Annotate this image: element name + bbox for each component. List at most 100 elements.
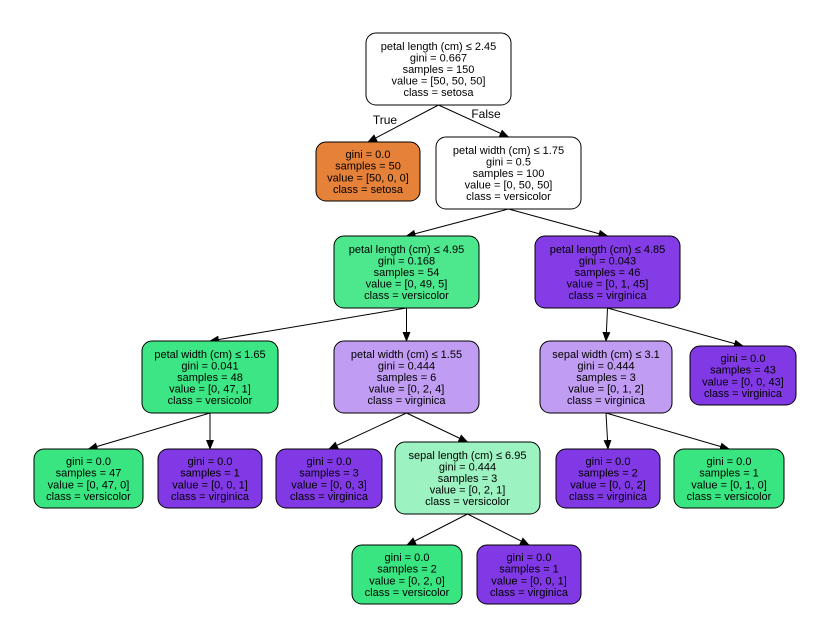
node-line: gini = 0.0 bbox=[188, 456, 233, 468]
node-line: gini = 0.168 bbox=[378, 255, 435, 267]
node-line: petal width (cm) ≤ 1.65 bbox=[154, 349, 265, 361]
node-line: class = virginica bbox=[490, 587, 569, 599]
node-line: samples = 50 bbox=[335, 161, 401, 173]
node-line: gini = 0.0 bbox=[507, 552, 552, 564]
edge-n0-n1 bbox=[367, 104, 439, 143]
node-box bbox=[673, 448, 785, 509]
node-line: samples = 2 bbox=[578, 468, 638, 480]
node-line: class = virginica bbox=[368, 395, 447, 407]
node-line: samples = 3 bbox=[438, 473, 498, 485]
node-line: samples = 48 bbox=[177, 372, 243, 384]
node-line: value = [0, 49, 5] bbox=[366, 279, 448, 291]
node-line: value = [0, 0, 43] bbox=[702, 376, 784, 388]
node-line: samples = 3 bbox=[299, 468, 359, 480]
node-line: class = versicolor bbox=[364, 290, 449, 302]
node-line: value = [0, 47, 1] bbox=[169, 384, 251, 396]
edge-n12-n16 bbox=[467, 513, 530, 546]
node-line: gini = 0.041 bbox=[181, 360, 238, 372]
node-box bbox=[275, 448, 383, 509]
node-line: samples = 3 bbox=[576, 372, 636, 384]
node-box bbox=[534, 235, 681, 309]
node-line: samples = 1 bbox=[499, 564, 559, 576]
node-line: petal length (cm) ≤ 4.85 bbox=[550, 244, 665, 256]
node-line: value = [0, 0, 2] bbox=[570, 479, 646, 491]
node-line: gini = 0.0 bbox=[586, 456, 631, 468]
node-line: class = setosa bbox=[403, 87, 474, 99]
node-line: petal width (cm) ≤ 1.55 bbox=[351, 349, 462, 361]
node-box bbox=[33, 448, 144, 509]
node-box bbox=[539, 340, 673, 414]
node-line: samples = 47 bbox=[56, 468, 122, 480]
edges-layer bbox=[87, 104, 744, 546]
edge-n4-n8 bbox=[607, 307, 744, 348]
node-line: class = virginica bbox=[569, 290, 648, 302]
node-line: class = versicolor bbox=[168, 395, 253, 407]
node-line: class = virginica bbox=[567, 395, 646, 407]
node-line: value = [0, 1, 45] bbox=[567, 279, 649, 291]
node-line: value = [0, 50, 50] bbox=[465, 180, 553, 192]
node-line: value = [0, 0, 3] bbox=[291, 479, 367, 491]
node-line: samples = 2 bbox=[377, 564, 437, 576]
node-line: value = [0, 47, 0] bbox=[48, 479, 130, 491]
node-line: samples = 100 bbox=[473, 168, 545, 180]
node-line: class = virginica bbox=[704, 388, 783, 400]
node-line: value = [50, 50, 50] bbox=[392, 76, 486, 88]
node-line: gini = 0.0 bbox=[346, 149, 391, 161]
node-line: gini = 0.0 bbox=[721, 353, 766, 365]
node-box bbox=[315, 141, 421, 202]
edge-n3-n5 bbox=[209, 307, 407, 344]
node-box bbox=[141, 340, 279, 414]
node-line: gini = 0.444 bbox=[577, 360, 634, 372]
node-line: gini = 0.667 bbox=[410, 52, 467, 64]
edge-n6-n12 bbox=[406, 412, 469, 443]
node-line: petal length (cm) ≤ 4.95 bbox=[349, 244, 464, 256]
node-line: class = virginica bbox=[290, 491, 369, 503]
node-line: value = [0, 1, 0] bbox=[691, 479, 767, 491]
node-line: value = [0, 2, 4] bbox=[369, 384, 445, 396]
edge-n7-n14 bbox=[605, 412, 730, 451]
node-line: petal length (cm) ≤ 2.45 bbox=[381, 41, 496, 53]
edge-n6-n11 bbox=[328, 412, 407, 450]
edge-n2-n4 bbox=[508, 208, 609, 238]
node-line: class = versicolor bbox=[466, 191, 551, 203]
node-box bbox=[394, 441, 541, 515]
node-line: gini = 0.0 bbox=[707, 456, 752, 468]
node-line: gini = 0.0 bbox=[307, 456, 352, 468]
node-line: class = virginica bbox=[171, 491, 250, 503]
node-line: samples = 6 bbox=[377, 372, 437, 384]
node-box bbox=[555, 448, 661, 509]
node-line: samples = 1 bbox=[180, 468, 240, 480]
node-line: petal width (cm) ≤ 1.75 bbox=[453, 145, 564, 157]
node-line: samples = 150 bbox=[403, 64, 475, 76]
edge-label-true: True bbox=[373, 113, 398, 127]
node-line: gini = 0.444 bbox=[439, 461, 496, 473]
node-box bbox=[435, 136, 582, 210]
node-line: class = versicolor bbox=[687, 491, 772, 503]
node-line: value = [0, 2, 1] bbox=[430, 485, 506, 497]
node-line: class = versicolor bbox=[425, 496, 510, 508]
node-line: class = versicolor bbox=[46, 491, 131, 503]
node-box bbox=[351, 544, 463, 605]
node-line: class = setosa bbox=[333, 184, 404, 196]
node-line: samples = 1 bbox=[699, 468, 759, 480]
node-line: value = [0, 0, 1] bbox=[491, 575, 567, 587]
node-line: value = [0, 0, 1] bbox=[172, 479, 248, 491]
node-line: sepal length (cm) ≤ 6.95 bbox=[409, 450, 527, 462]
node-line: value = [50, 0, 0] bbox=[327, 172, 409, 184]
node-line: gini = 0.0 bbox=[385, 552, 430, 564]
